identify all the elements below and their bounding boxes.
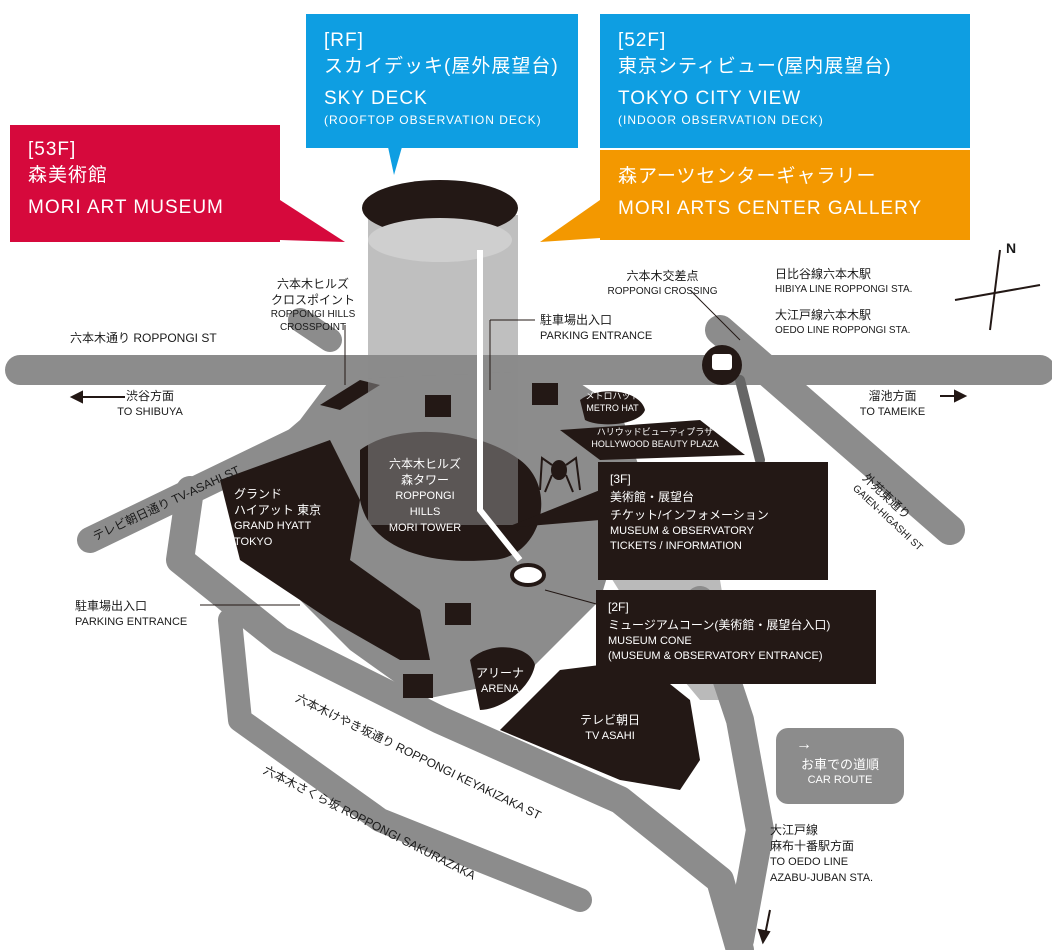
museum-cone: [510, 563, 546, 587]
callout-pointer-3f: [505, 490, 600, 528]
callout-52f-tokyo-city-view: [52F] 東京シティビュー(屋内展望台) TOKYO CITY VIEW (I…: [600, 14, 970, 148]
crosspoint-label: 六本木ヒルズ クロスポイント ROPPONGI HILLS CROSSPOINT: [270, 277, 356, 333]
tv-asahi-building: [500, 660, 700, 790]
callout-53f-mori-art-museum: [53F] 森美術館 MORI ART MUSEUM: [10, 125, 280, 242]
grand-hyatt-label: グランド ハイアット 東京 GRAND HYATT TOKYO: [234, 487, 322, 548]
callout-ja: スカイデッキ(屋外展望台): [324, 56, 559, 77]
metro-hat-label: メトロハット METRO HAT: [585, 391, 640, 413]
callout-en: MORI ART MUSEUM: [28, 197, 224, 218]
hibiya-station-label: 日比谷線六本木駅 HIBIYA LINE ROPPONGI STA.: [775, 267, 913, 295]
station-icon: [702, 345, 742, 385]
callout-ja: 東京シティビュー(屋内展望台): [618, 56, 892, 77]
callout-en-sub: (INDOOR OBSERVATION DECK): [618, 113, 824, 127]
north-arrow-icon: [954, 249, 1041, 331]
callout-pointer-gallery: [540, 200, 600, 242]
hollywood-beauty-plaza-label: ハリウッドビューティプラザ HOLLYWOOD BEAUTY PLAZA: [591, 427, 719, 449]
callout-rf-sky-deck: [RF] スカイデッキ(屋外展望台) SKY DECK (ROOFTOP OBS…: [306, 14, 578, 148]
callout-en: SKY DECK: [324, 88, 428, 109]
info-2f-box: [2F] ミュージアムコーン(美術館・展望台入口) MUSEUM CONE (M…: [596, 590, 876, 684]
callout-ja: 森美術館: [28, 165, 109, 186]
roppongi-st-label: 六本木通り ROPPONGI ST: [70, 331, 217, 345]
callout-floor: [53F]: [28, 139, 77, 160]
arrow-right-icon: →: [796, 736, 812, 753]
callout-pointer-rf: [388, 147, 402, 175]
upper-left-road: [288, 308, 342, 352]
hollywood-plaza-building: [560, 420, 745, 460]
callout-pointer-53f: [280, 200, 345, 242]
metro-hat-building: [580, 391, 645, 425]
gaien-higashi-road: [705, 315, 965, 545]
grand-hyatt-building: [220, 440, 430, 660]
callout-en: MORI ARTS CENTER GALLERY: [618, 198, 923, 219]
car-route-legend: → お車での道順 CAR ROUTE: [776, 728, 904, 804]
arena-building: [470, 647, 535, 710]
north-label: N: [1006, 240, 1017, 256]
crosspoint-building: [320, 380, 380, 410]
info-3f-box: [3F] 美術館・展望台 チケット/インフォメーション MUSEUM & OBS…: [598, 462, 828, 580]
to-azabu-juban-label: 大江戸線 麻布十番駅方面 TO OEDO LINE AZABU-JUBAN ST…: [770, 823, 874, 884]
mori-tower-3d: [362, 180, 523, 562]
mori-tower-label: 六本木ヒルズ 森タワー ROPPONGI HILLS MORI TOWER: [388, 457, 462, 534]
escalator-icon: [403, 383, 558, 698]
roppongi-crossing-label: 六本木交差点 ROPPONGI CROSSING: [607, 269, 718, 297]
direction-arrows: [69, 389, 968, 945]
callout-mori-arts-center-gallery: 森アーツセンターギャラリー MORI ARTS CENTER GALLERY: [600, 150, 970, 240]
parking-entrance-left-label: 駐車場出入口 PARKING ENTRANCE: [75, 599, 188, 628]
leader-lines: [200, 289, 741, 606]
sakurazaka-road: [218, 608, 592, 912]
to-tameike-label: 溜池方面 TO TAMEIKE: [859, 389, 926, 418]
tv-asahi-building-label: テレビ朝日 TV ASAHI: [579, 713, 640, 742]
oedo-station-label: 大江戸線六本木駅 OEDO LINE ROPPONGI STA.: [775, 308, 911, 336]
callout-en: TOKYO CITY VIEW: [618, 88, 802, 109]
road-network: [5, 308, 1052, 950]
callout-en-sub: (ROOFTOP OBSERVATION DECK): [324, 113, 542, 127]
spider-sculpture-icon: [539, 456, 581, 493]
keyakizaka-road: [166, 476, 754, 950]
callout-ja: 森アーツセンターギャラリー: [618, 166, 877, 187]
callout-floor: [52F]: [618, 30, 667, 51]
station-road: [735, 375, 765, 465]
parking-entrance-top-label: 駐車場出入口 PARKING ENTRANCE: [540, 313, 653, 342]
callout-floor: [RF]: [324, 30, 364, 51]
arena-label: アリーナ ARENA: [475, 666, 524, 695]
to-shibuya-label: 渋谷方面 TO SHIBUYA: [117, 389, 183, 418]
